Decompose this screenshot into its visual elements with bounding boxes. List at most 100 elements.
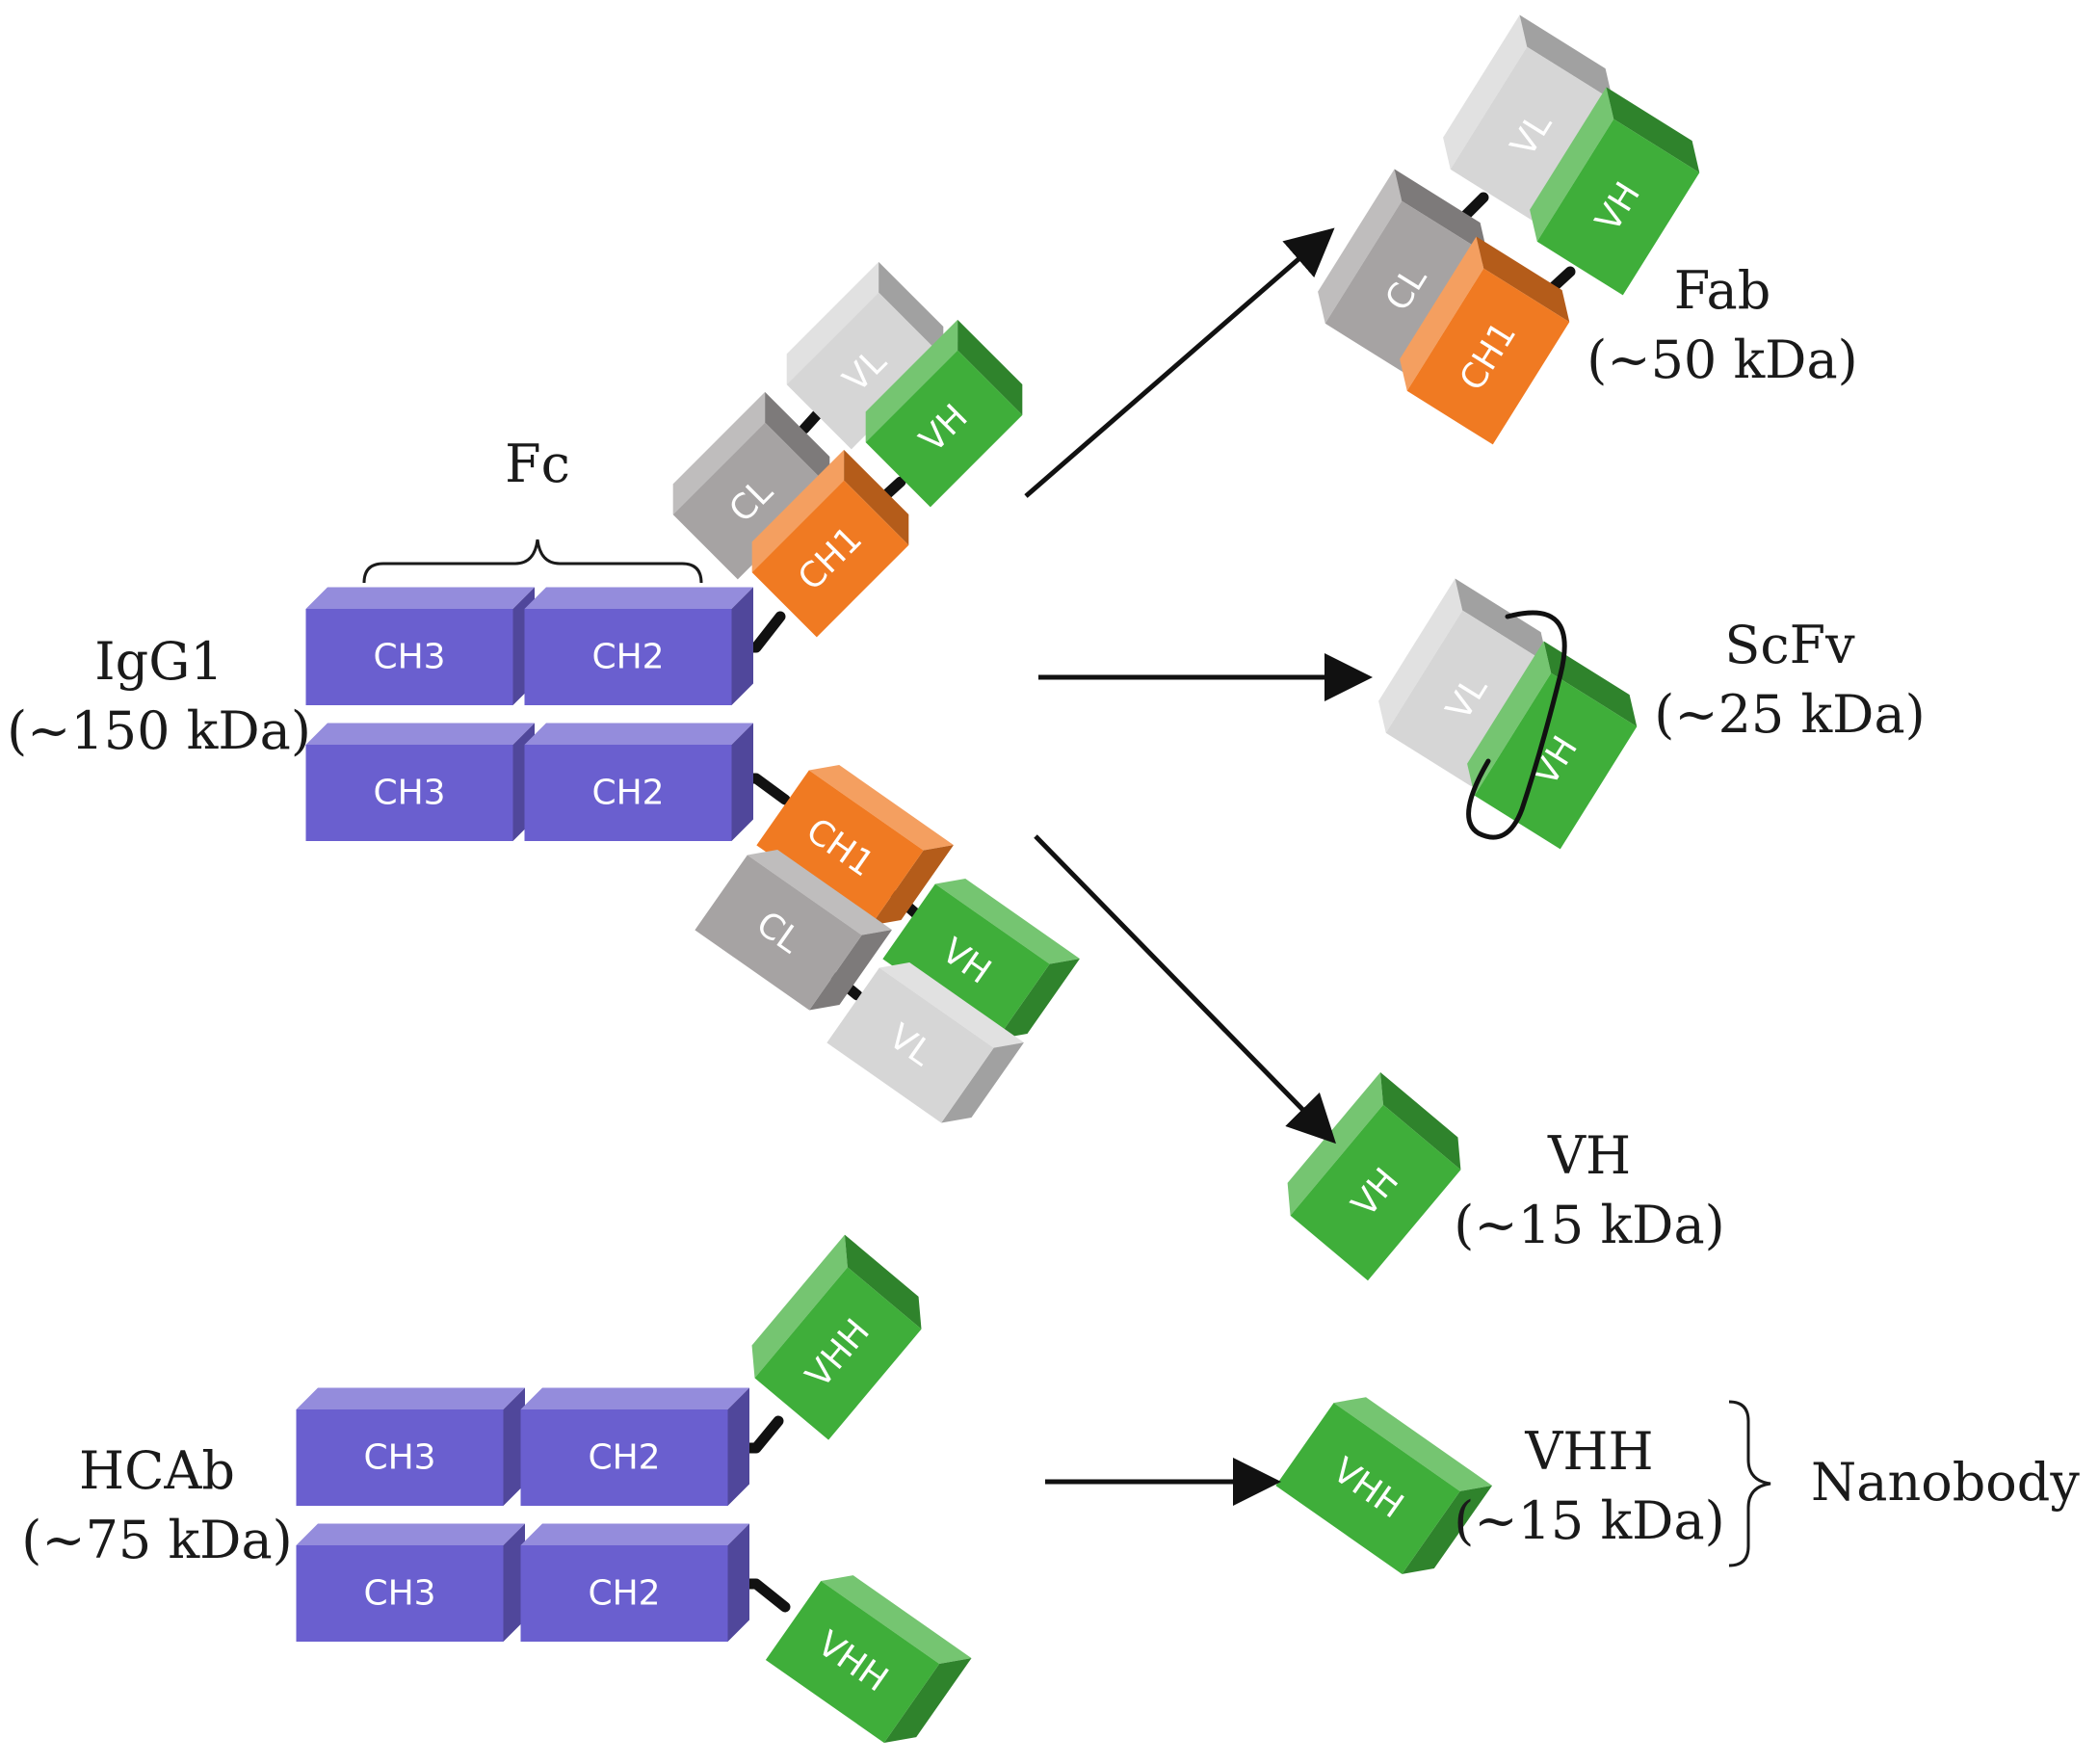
hcab-lower-ch2-label: CH2 bbox=[588, 1574, 660, 1614]
hcab-upper-vhh-side bbox=[844, 1234, 922, 1330]
igg1-upper-ch3-front bbox=[305, 609, 513, 705]
igg1-lower-ch2-front bbox=[524, 745, 732, 841]
igg1-lower-ch1: CH1 bbox=[756, 764, 954, 926]
hcab-upper-ch3-front bbox=[296, 1409, 504, 1506]
igg1-lower-ch3-label: CH3 bbox=[373, 774, 445, 813]
vh-mass: (~15 kDa) bbox=[1454, 1195, 1724, 1255]
fab-vh-top bbox=[1530, 87, 1614, 242]
igg1-upper-vh-front bbox=[865, 350, 1023, 508]
fab-name: Fab bbox=[1674, 260, 1771, 321]
igg1-upper-ch2-front bbox=[524, 609, 732, 705]
scfv-vh: VH bbox=[1467, 641, 1638, 850]
hcab-name: HCAb bbox=[79, 1440, 235, 1501]
igg1-lower-ch2-label: CH2 bbox=[591, 774, 664, 813]
igg1-mass: (~150 kDa) bbox=[7, 700, 311, 761]
igg1-upper-vh-top bbox=[865, 319, 958, 443]
igg1-lower-ch2-top bbox=[524, 723, 753, 745]
hcab-upper-ch2-side bbox=[727, 1387, 749, 1506]
igg1-upper-cl-top bbox=[672, 391, 766, 515]
igg1-upper-vl: VL bbox=[786, 261, 944, 450]
arrow-to-fab bbox=[1024, 227, 1335, 498]
igg1-lower-ch3: CH3 bbox=[305, 723, 535, 841]
fab-vh-front bbox=[1536, 118, 1700, 296]
fab-mass: (~50 kDa) bbox=[1587, 329, 1857, 390]
igg1-upper-ch2-side bbox=[731, 587, 753, 705]
igg1-lower-vh-side bbox=[997, 959, 1080, 1040]
igg1-upper-ch1: CH1 bbox=[751, 449, 909, 638]
scfv-vh-front bbox=[1474, 672, 1638, 850]
fab-cl-vl-linker bbox=[1458, 192, 1489, 223]
hcab-lower-vhh-front bbox=[765, 1581, 940, 1743]
fc-brace bbox=[362, 539, 703, 584]
nanobody-label: Nanobody bbox=[1811, 1452, 2080, 1513]
fc-label: Fc bbox=[505, 434, 570, 494]
scfv-linker-layer bbox=[1466, 610, 1567, 840]
hcab-mass: (~75 kDa) bbox=[21, 1510, 292, 1570]
igg1-upper-ch1-side bbox=[844, 449, 909, 545]
arrow-to-vh bbox=[1034, 834, 1336, 1145]
hcab-upper-ch3: CH3 bbox=[296, 1387, 525, 1506]
hcab-upper-ch3-label: CH3 bbox=[363, 1438, 435, 1478]
hcab-lower-ch2: CH2 bbox=[520, 1523, 749, 1642]
igg1-upper-vl-top bbox=[786, 261, 879, 385]
igg1-lower-ch2: CH2 bbox=[524, 723, 753, 841]
igg1-upper-vh-side bbox=[957, 319, 1023, 415]
scfv-vl-front bbox=[1385, 610, 1549, 787]
hcab-upper-ch2: CH2 bbox=[520, 1387, 749, 1506]
igg1-upper-cl-side bbox=[765, 391, 830, 487]
scfv-vl: VL bbox=[1378, 578, 1549, 787]
hcab-upper-ch3-side bbox=[503, 1387, 525, 1506]
igg1-lower-vh: VH bbox=[882, 878, 1080, 1040]
vhh-fragment-front bbox=[1275, 1403, 1460, 1574]
fab-ch1-front bbox=[1406, 268, 1570, 445]
igg1-upper-ch2: CH2 bbox=[524, 587, 753, 705]
hcab-upper-ch2-front bbox=[520, 1409, 728, 1506]
fab-cl: CL bbox=[1318, 169, 1488, 378]
hcab-upper-ch3-top bbox=[296, 1387, 525, 1409]
hcab-upper-vhh: VHH bbox=[751, 1234, 922, 1440]
vhh-fragment-top bbox=[1333, 1397, 1493, 1491]
igg1-lower-ch1-side bbox=[871, 845, 954, 926]
hcab-lower-ch2-top bbox=[520, 1523, 749, 1545]
igg1-lower-ch3-top bbox=[305, 723, 535, 745]
igg1-lower-vh-front bbox=[882, 883, 1050, 1040]
fab-vl-top bbox=[1443, 14, 1528, 170]
igg1-lower-ch1-front bbox=[756, 770, 924, 926]
igg1-upper-ch1-top bbox=[751, 449, 845, 573]
vh-name: VH bbox=[1547, 1125, 1631, 1186]
scfv-vl-side bbox=[1455, 578, 1549, 665]
fab-vh-side bbox=[1606, 87, 1700, 173]
fab-cl-front bbox=[1324, 200, 1488, 378]
igg1-upper-cl-front bbox=[672, 422, 830, 580]
fab-ch1-side bbox=[1476, 236, 1570, 323]
scfv-mass: (~25 kDa) bbox=[1654, 684, 1925, 745]
hcab-lower-ch2-front bbox=[520, 1545, 728, 1642]
igg1-upper-ch3-top bbox=[305, 587, 535, 609]
vhh-mass: (~15 kDa) bbox=[1454, 1490, 1724, 1551]
vh-fragment-front bbox=[1290, 1104, 1461, 1281]
scfv-vl-top bbox=[1378, 578, 1463, 733]
hcab-lower-ch3-front bbox=[296, 1545, 504, 1642]
scfv-loop-linker bbox=[1466, 610, 1567, 840]
scfv-vh-top bbox=[1467, 641, 1552, 796]
hcab-upper-ch2-label: CH2 bbox=[588, 1438, 660, 1478]
vhh-fragment: VHH bbox=[1275, 1397, 1493, 1574]
vhh-fragment-side bbox=[1402, 1485, 1493, 1574]
igg1-upper-ch1-front bbox=[751, 480, 909, 638]
vhh-name: VHH bbox=[1524, 1421, 1653, 1482]
hcab-upper-vhh-top bbox=[751, 1234, 848, 1379]
igg1-lower-cl-side bbox=[809, 930, 892, 1011]
fab-vl-front bbox=[1450, 46, 1613, 224]
igg1-lower-ch2-side bbox=[731, 723, 753, 841]
fab-ch1-top bbox=[1400, 236, 1484, 391]
hcab-upper-ch2-top bbox=[520, 1387, 749, 1409]
igg1-lower-cl: CL bbox=[695, 849, 892, 1011]
hcab-lower-ch2-side bbox=[727, 1523, 749, 1642]
fab-vl-side bbox=[1519, 14, 1613, 101]
igg1-lower-vl-top bbox=[879, 961, 1024, 1048]
hcab-lower-vhh: VHH bbox=[765, 1575, 972, 1743]
igg1-upper-vl-side bbox=[879, 261, 944, 357]
nanobody-brace bbox=[1728, 1400, 1771, 1567]
